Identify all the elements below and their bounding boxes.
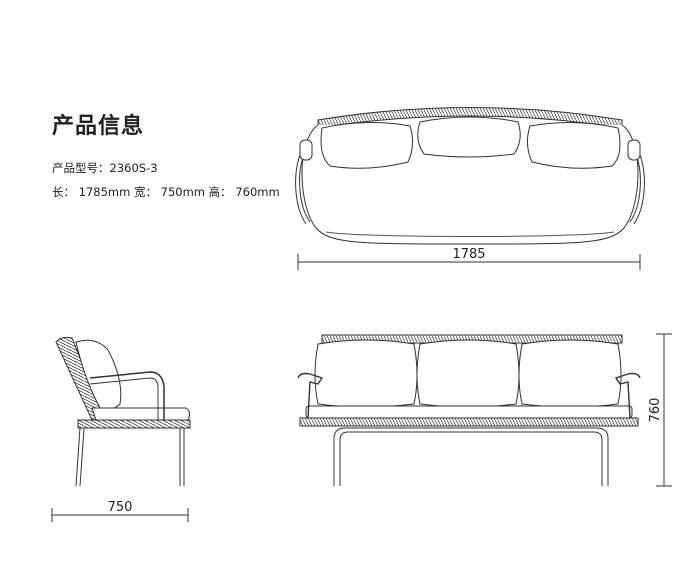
model-label: 产品型号： — [52, 161, 110, 175]
product-info: 产品信息 产品型号：2360S-3 长： 1785mm 宽： 750mm 高： … — [52, 108, 280, 204]
front-view — [297, 334, 641, 486]
width-value: 750mm — [160, 185, 205, 199]
length-value: 1785mm — [78, 185, 131, 199]
top-view-dimension — [297, 254, 641, 270]
product-info-title: 产品信息 — [52, 114, 145, 139]
top-view-width-label: 1785 — [452, 247, 485, 262]
front-view-height-label: 760 — [648, 398, 663, 423]
side-view — [55, 337, 191, 487]
front-view-dimension — [656, 333, 672, 487]
top-view — [295, 107, 645, 245]
model-row: 产品型号：2360S-3 — [52, 156, 280, 180]
side-view-dimension — [51, 508, 189, 522]
size-row: 长： 1785mm 宽： 750mm 高： 760mm — [52, 180, 280, 204]
height-label: 高： — [208, 185, 232, 199]
length-label: 长： — [52, 185, 75, 199]
height-value: 760mm — [235, 185, 280, 199]
side-view-depth-label: 750 — [108, 500, 133, 515]
model-value: 2360S-3 — [109, 161, 158, 175]
width-label: 宽： — [133, 185, 157, 199]
